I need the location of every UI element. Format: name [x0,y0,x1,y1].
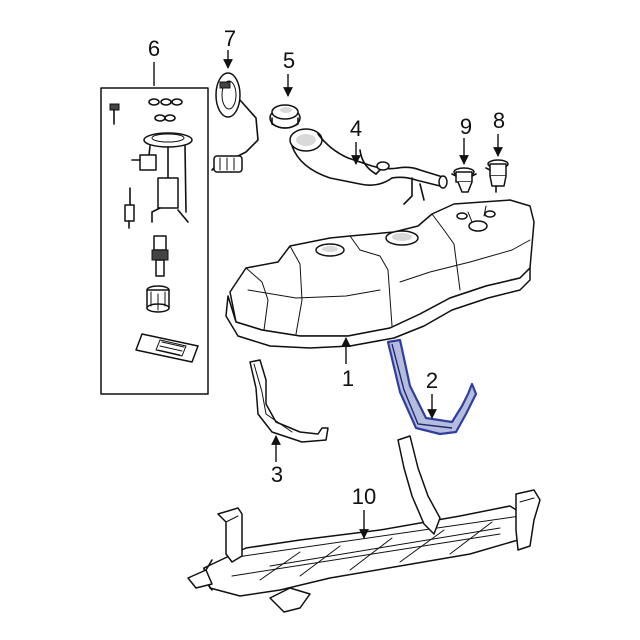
part-10-skid-plate[interactable] [187,435,541,613]
callout-7: 7 [224,26,236,51]
callout-2: 2 [426,368,438,393]
callout-10: 10 [352,484,376,509]
sending-unit-assembly-icon [131,132,193,223]
o-ring-set-icon [148,98,183,122]
part-6-sending-unit-kit[interactable] [100,87,209,395]
callout-3: 3 [271,462,283,487]
part-9-vent-valve[interactable] [451,167,477,193]
callout-1: 1 [342,366,354,391]
strainer-icon [146,285,170,313]
part-2-fuel-tank-strap-highlighted[interactable] [386,338,478,436]
callout-9: 9 [460,114,472,139]
callout-labels: 6 7 5 4 9 8 1 2 3 10 [148,26,505,509]
screw-icon [109,103,120,125]
sensor-icon [151,235,169,277]
callout-5: 5 [283,48,295,73]
pigtail-connector-icon [124,187,135,229]
part-4-filler-neck[interactable] [289,128,448,205]
callout-8: 8 [493,108,505,133]
part-1-fuel-tank[interactable] [225,199,535,349]
callout-6: 6 [148,36,160,61]
part-5-fuel-cap[interactable] [269,104,301,129]
gasket-plate-icon [135,333,199,363]
callout-4: 4 [350,116,362,141]
part-7-level-sender[interactable] [211,72,259,173]
part-3-fuel-tank-strap[interactable] [249,359,329,443]
part-8-rollover-valve[interactable] [485,159,509,193]
callout-leaders [153,50,503,539]
